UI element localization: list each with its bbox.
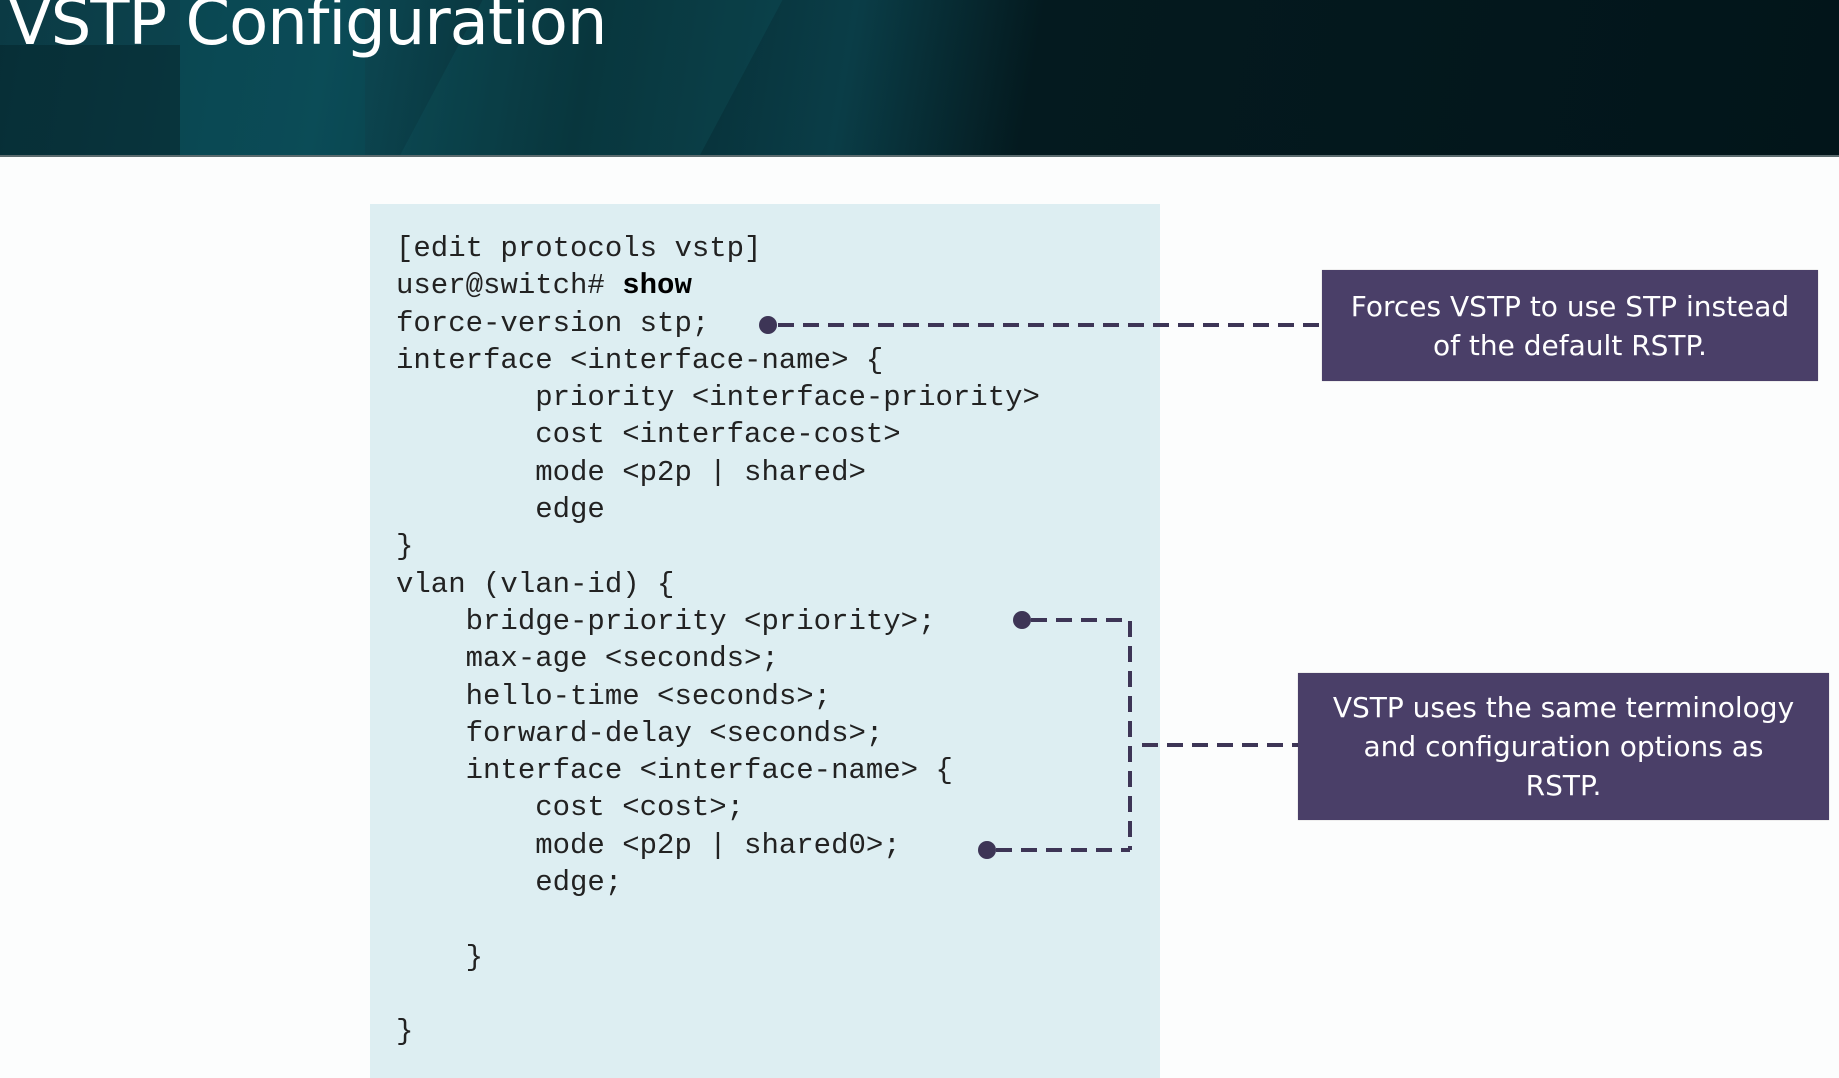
callout-text: VSTP uses the same terminology <box>1332 691 1795 724</box>
code-line: mode <p2p | shared> <box>396 455 866 489</box>
code-line <box>396 976 1040 1013</box>
slide-header: VSTP Configuration <box>0 0 1839 157</box>
cli-prompt: user@switch# <box>396 269 623 303</box>
page-title: VSTP Configuration <box>8 0 607 60</box>
code-line: vlan (vlan-id) { <box>396 567 675 601</box>
code-line-prompt: user@switch# show <box>396 267 1040 304</box>
code-line: interface <interface-name> { <box>396 754 953 788</box>
code-line: } <box>396 940 484 974</box>
callout-text: Forces VSTP to use STP instead <box>1350 289 1790 323</box>
header-decoration <box>180 0 365 155</box>
code-line: [edit protocols vstp] <box>396 232 762 265</box>
code-line: } <box>396 1015 414 1049</box>
code-line: priority <interface-priority> <box>396 381 1040 415</box>
code-line: edge <box>396 493 605 527</box>
callout-rstp-terminology: VSTP uses the same terminology and confi… <box>1298 673 1829 820</box>
code-line <box>396 901 1040 938</box>
callout-text: and configuration options as <box>1363 730 1764 763</box>
callout-force-version: Forces VSTP to use STP instead of the de… <box>1322 270 1818 381</box>
code-block-background <box>370 204 1160 1078</box>
code-line: bridge-priority <priority>; <box>396 604 936 638</box>
code-line: forward-delay <seconds>; <box>396 716 884 750</box>
callout-text: of the default RSTP. <box>1433 328 1707 362</box>
code-line: mode <p2p | shared0>; <box>396 828 901 862</box>
code-line: max-age <seconds>; <box>396 642 779 676</box>
cli-command: show <box>622 269 692 303</box>
header-decoration <box>0 45 180 155</box>
code-line: cost <interface-cost> <box>396 418 901 452</box>
code-line: } <box>396 530 414 564</box>
code-line: force-version stp; <box>396 306 710 340</box>
code-line: interface <interface-name> { <box>396 343 884 377</box>
code-line: hello-time <seconds>; <box>396 679 832 713</box>
callout-text: RSTP. <box>1525 769 1602 802</box>
code-line: cost <cost>; <box>396 791 745 825</box>
code-line: edge; <box>396 866 623 900</box>
